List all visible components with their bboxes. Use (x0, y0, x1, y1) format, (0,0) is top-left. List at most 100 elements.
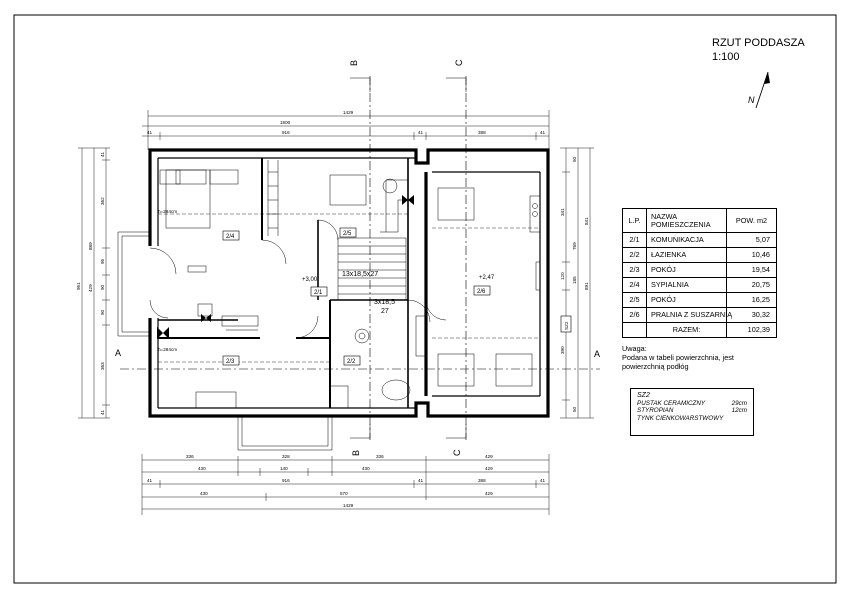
section-a-left: A (115, 348, 121, 358)
area-note: Uwaga: Podana w tabeli powierzchnia, jes… (622, 344, 792, 371)
layer-material: STYROPIAN (637, 407, 674, 415)
layer-material: TYNK CIENKOWARSTWOWY (637, 414, 724, 422)
right-dimensions (560, 147, 594, 419)
dim-top-3: 41 (147, 130, 153, 135)
section-b-top: B (349, 60, 359, 66)
cell-name: POKÓJ (647, 263, 727, 277)
cell-lp: 2/3 (623, 263, 647, 277)
cell-area: 20,75 (751, 280, 770, 290)
fan-icon (201, 314, 211, 322)
dim-bottom-3d: 388 (478, 478, 486, 483)
dim-right-3: 120 (560, 272, 565, 280)
note-line-2: powierzchnią podłóg (622, 362, 689, 371)
wall-tag: SZ2 (564, 321, 569, 330)
table-total-spacer (623, 323, 647, 337)
room-tag-2-6: 2/6 (477, 289, 486, 295)
dim-left-4: 90 (100, 284, 105, 290)
north-arrow-icon: N (748, 71, 770, 109)
dim-right-6: 50 (572, 406, 577, 412)
room-tag-2-2: 2/2 (347, 359, 356, 365)
note-line-1: Podana w tabeli powierzchnia, jest (622, 353, 734, 362)
dim-left-10: 889 (88, 242, 93, 250)
dim-top-7: 41 (540, 130, 546, 135)
level-mark-1: +3,00 (302, 277, 318, 283)
table-header-row: L.P. NAZWA POMIESZCZENIA POW. m2 (623, 209, 776, 233)
dim-bottom-3c: 41 (418, 478, 424, 483)
cell-lp: 2/6 (623, 308, 647, 322)
dim-top-1: 1429 (343, 110, 354, 115)
fan-icon (402, 195, 414, 205)
top-dimensions (142, 110, 550, 150)
table-total-label: RAZEM: (647, 323, 727, 337)
wall-legend-code: SZ2 (637, 392, 650, 399)
wall-tag-box (560, 315, 572, 333)
dim-bottom-1a: 336 (186, 454, 194, 459)
drawing-title: RZUT PODDASZA (712, 37, 805, 49)
cell-name: ŁAZIENKA (647, 248, 727, 262)
dim-bottom-3b: 916 (282, 478, 290, 483)
cell-name: POKÓJ (647, 293, 727, 307)
dim-right-4: 185 (572, 276, 577, 284)
level-mark-2: +2,47 (479, 275, 495, 281)
room-tag-2-5: 2/5 (343, 231, 352, 237)
stairs (267, 160, 408, 301)
dim-right-9: 841 (584, 217, 589, 225)
dim-left-8: 41 (100, 409, 105, 415)
dim-left-6: 429 (88, 284, 93, 292)
height-note-2: h=284cm (158, 347, 177, 352)
fan-icon (157, 327, 169, 339)
cell-lp: 2/2 (623, 248, 647, 262)
doors (149, 219, 447, 339)
dim-left-3: 95 (100, 258, 105, 264)
dim-bottom-4a: 430 (200, 491, 208, 496)
dim-left-7: 363 (100, 362, 105, 370)
section-c-top: C (454, 59, 464, 66)
dim-right-8: 769 (572, 242, 577, 250)
north-label: N (748, 95, 755, 105)
cell-area: 5,07 (755, 235, 770, 245)
dim-bottom-4b: 570 (340, 491, 348, 496)
table-total-row: RAZEM: 102,39 (623, 323, 776, 337)
room-tag-2-4: 2/4 (226, 234, 235, 240)
section-c-bottom: C (452, 449, 462, 456)
section-a-right: A (594, 349, 600, 359)
room-tag-2-1: 2/1 (314, 290, 323, 296)
dim-top-5: 41 (418, 130, 424, 135)
dim-right-5: 390 (560, 346, 565, 354)
cell-name: SYPIALNIA (647, 278, 727, 292)
dim-bottom-2d: 429 (485, 466, 493, 471)
dim-bottom-2b: 140 (280, 466, 288, 471)
cell-lp: 2/1 (623, 233, 647, 247)
balconies (117, 231, 333, 451)
sheet-border (13, 14, 837, 584)
wall-legend-layer: TYNK CIENKOWARSTWOWY (637, 415, 747, 423)
dim-bottom-1d: 429 (485, 454, 493, 459)
layer-material: PUSTAK CERAMICZNY (637, 399, 706, 407)
dim-bottom-3e: 41 (540, 478, 546, 483)
cell-lp: 2/5 (623, 293, 647, 307)
wall-legend-layer: STYROPIAN 12cm (637, 407, 747, 415)
dim-left-5: 90 (100, 309, 105, 315)
height-note-1: h=284cm (158, 209, 177, 214)
layer-thickness: 12cm (731, 407, 747, 415)
stairs-main-label: 13x18,5x27 (342, 271, 378, 278)
section-lines (120, 76, 600, 440)
dim-bottom-4c: 429 (485, 491, 493, 496)
section-b-bottom: B (351, 450, 361, 456)
dim-bottom-2a: 430 (198, 466, 206, 471)
stairs-small-label-a: 3x18,5 (374, 299, 395, 306)
col-header-name: NAZWA POMIESZCZENIA (647, 209, 727, 232)
dim-right-2: 341 (560, 208, 565, 216)
dim-bottom-1b: 328 (282, 454, 290, 459)
dim-top-4: 916 (282, 130, 290, 135)
dim-left-1: 41 (100, 151, 105, 157)
drawing-scale: 1:100 (712, 51, 740, 63)
